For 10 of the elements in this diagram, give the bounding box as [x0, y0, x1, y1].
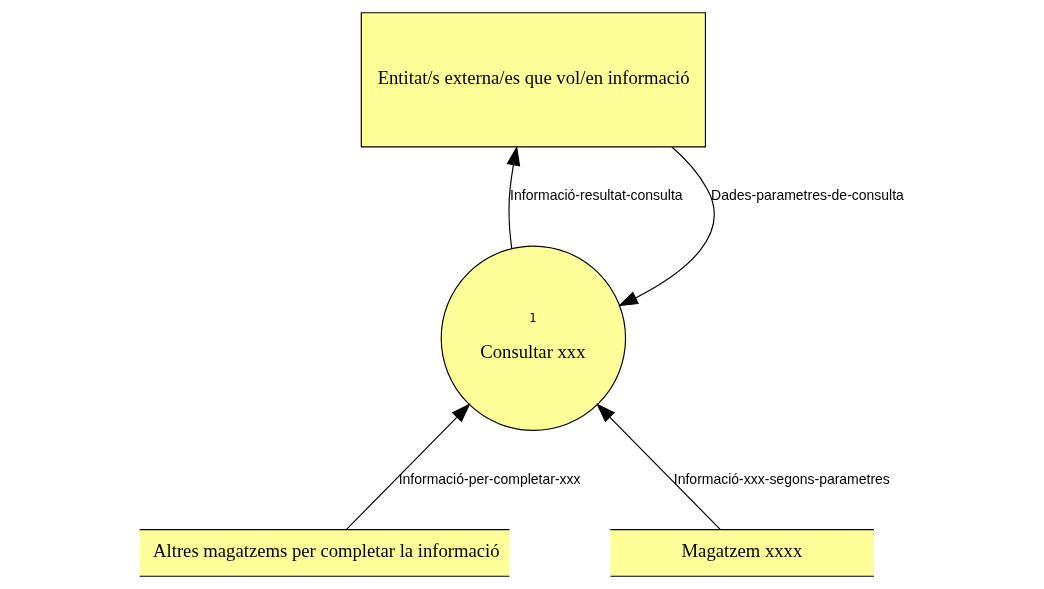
arrow — [618, 146, 715, 307]
arrow — [345, 403, 471, 530]
edge-label: Dades-parametres-de-consulta — [711, 187, 904, 204]
node-box: Entitat/s externa/es que vol/en informació — [360, 12, 707, 148]
arrow — [596, 403, 721, 530]
arrow — [506, 145, 521, 249]
node-circle: 1 Consultar xxx — [440, 245, 627, 431]
edge-label: Informació-per-completar-xxx — [398, 470, 581, 487]
edge-label: Informació-resultat-consulta — [510, 187, 683, 204]
edge-label: Informació-xxx-segons-parametres — [673, 470, 890, 487]
